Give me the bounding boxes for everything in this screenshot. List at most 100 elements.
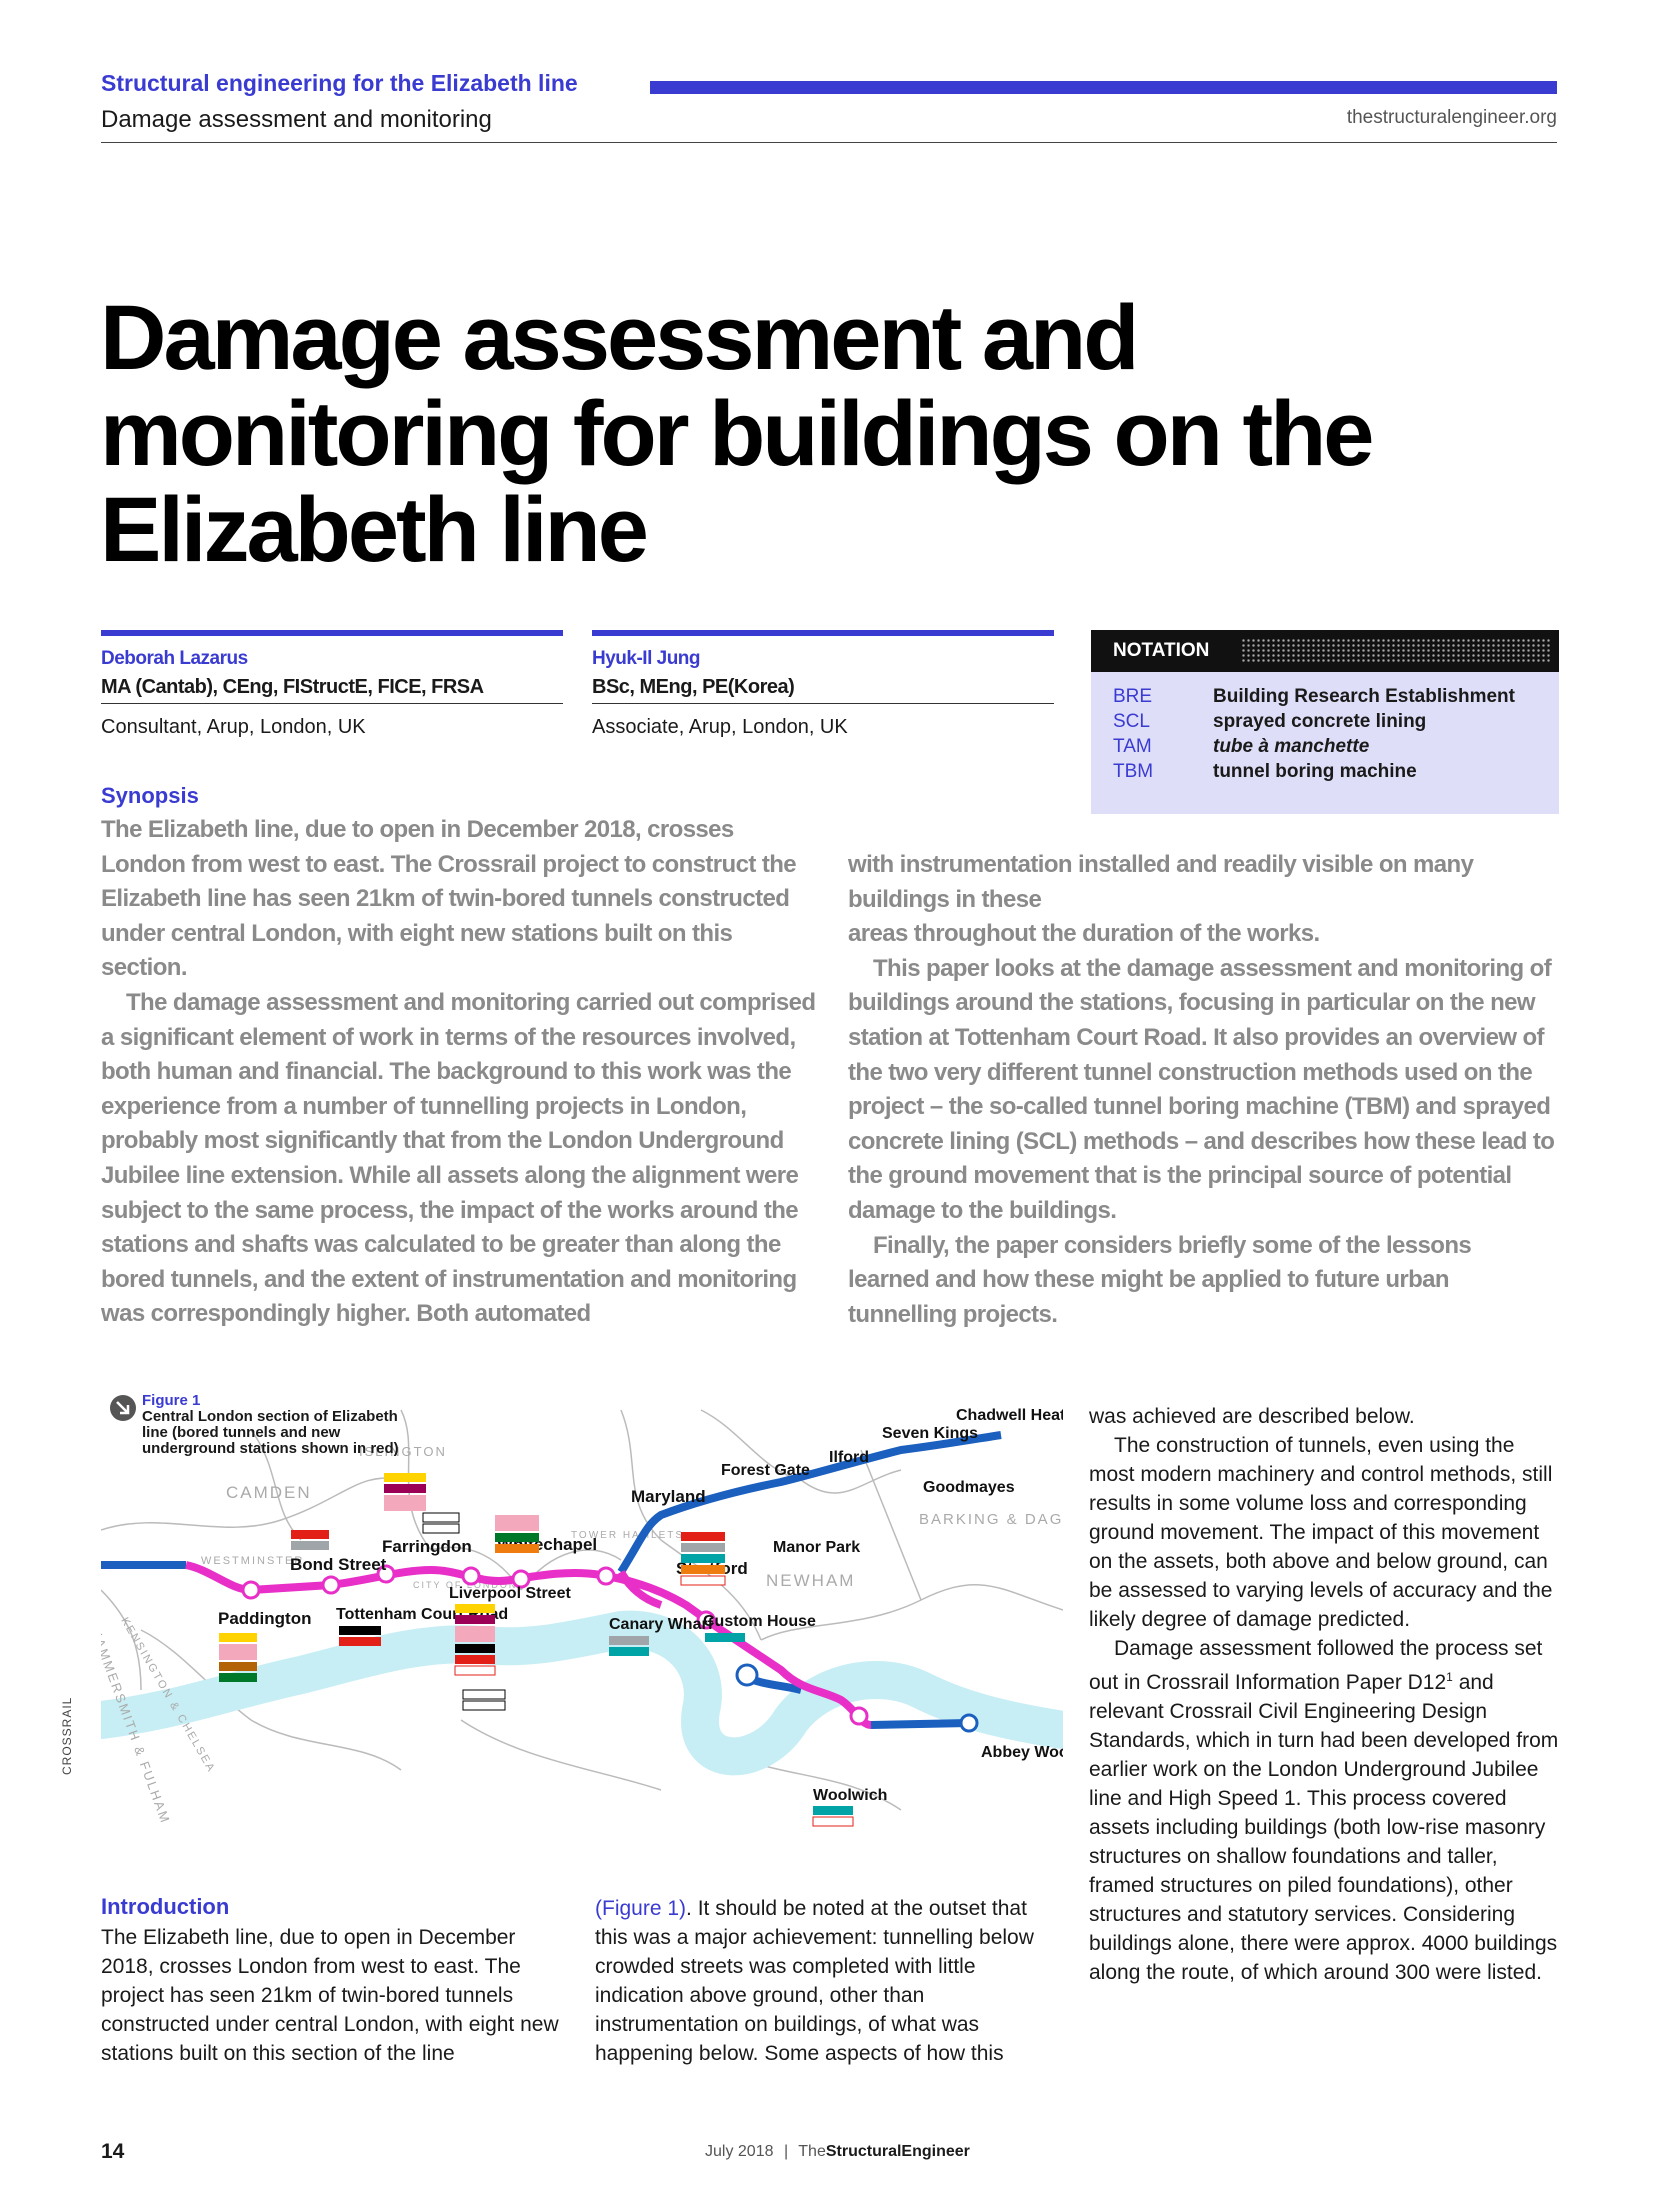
line-tag	[705, 1633, 745, 1642]
branch-line-abbey-wood	[870, 1719, 970, 1729]
line-tag	[813, 1806, 853, 1815]
line-tag	[609, 1636, 649, 1645]
station-marker	[376, 1564, 396, 1584]
notation-abbr: SCL	[1113, 711, 1150, 732]
station-marker	[511, 1569, 531, 1589]
author-block-1: Deborah Lazarus MA (Cantab), CEng, FIStr…	[101, 630, 563, 739]
subsection-title: Damage assessment and monitoring	[101, 106, 492, 133]
station-marker	[735, 1663, 759, 1687]
line-tag	[455, 1604, 495, 1613]
line-tag	[219, 1662, 257, 1671]
station-seven-kings: Seven Kings	[882, 1425, 978, 1442]
figure-link[interactable]: (Figure 1)	[595, 1897, 687, 1920]
footnote-ref[interactable]: 1	[1446, 1670, 1453, 1684]
synopsis-paragraph: The Elizabeth line, due to open in Decem…	[101, 816, 797, 982]
line-tag	[291, 1541, 329, 1550]
section-bar	[650, 81, 1557, 94]
line-tag	[462, 1700, 506, 1711]
notation-def: sprayed concrete lining	[1213, 711, 1427, 732]
author-bar	[101, 630, 563, 636]
station-paddington: Paddington	[218, 1609, 311, 1628]
issue-date: July 2018	[705, 2143, 774, 2160]
borough-westminster: WESTMINSTER	[201, 1555, 304, 1567]
station-custom-house: Custom House	[703, 1613, 816, 1630]
body-text: and relevant Crossrail Civil Engineering…	[1089, 1671, 1559, 1984]
body-text: Damage assessment followed the process s…	[1089, 1637, 1543, 1694]
station-marker	[241, 1580, 261, 1600]
line-tag	[812, 1816, 854, 1827]
station-marker	[959, 1713, 979, 1733]
river-thames	[101, 1610, 1063, 1776]
line-tag	[422, 1512, 460, 1523]
station-marker	[849, 1706, 869, 1726]
author-block-2: Hyuk-Il Jung BSc, MEng, PE(Korea) Associ…	[592, 630, 1054, 739]
line-tag	[455, 1655, 495, 1664]
station-bond-street: Bond Street	[290, 1555, 387, 1574]
line-tag	[339, 1637, 381, 1646]
elizabeth-line-central	[185, 1561, 872, 1729]
line-tag	[495, 1533, 539, 1542]
synopsis-paragraph: This paper looks at the damage assessmen…	[848, 954, 1555, 1224]
notation-header: NOTATION	[1091, 630, 1559, 672]
elizabeth-line-map: CAMDEN ISLINGTON WESTMINSTER KENSINGTON …	[101, 1395, 1063, 1827]
journal-prefix: The	[798, 2143, 826, 2160]
notation-def: tube à manchette	[1213, 736, 1370, 757]
line-tag	[680, 1575, 726, 1586]
line-tag	[609, 1647, 649, 1656]
journal-name: StructuralEngineer	[825, 2143, 970, 2160]
line-tag	[455, 1615, 495, 1624]
figure-credit: CROSSRAIL	[60, 1696, 74, 1775]
notation-abbr: TAM	[1113, 736, 1152, 757]
notation-def: Building Research Establishment	[1213, 686, 1515, 707]
station-farringdon: Farringdon	[382, 1537, 472, 1556]
site-url[interactable]: thestructuralengineer.org	[1346, 107, 1557, 128]
article-title: Damage assessment and monitoring for bui…	[100, 287, 1374, 581]
branch-line-shenfield	[617, 1431, 1002, 1575]
synopsis-paragraph: with instrumentation installed and readi…	[848, 851, 1474, 913]
body-paragraph: The Elizabeth line, due to open in Decem…	[101, 1926, 559, 2065]
notation-abbr: TBM	[1113, 761, 1154, 782]
body-column-2: (Figure 1). It should be noted at the ou…	[595, 1894, 1065, 2068]
station-marker	[596, 1566, 616, 1586]
line-tag	[384, 1495, 426, 1511]
synopsis-column-1: The Elizabeth line, due to open in Decem…	[101, 813, 821, 1332]
borough-boundaries	[101, 1409, 1063, 1811]
line-tag	[339, 1626, 381, 1635]
line-tag	[681, 1532, 725, 1541]
body-column-3: was achieved are described below. The co…	[1089, 1402, 1559, 1987]
line-tag	[681, 1543, 725, 1552]
station-maryland: Maryland	[631, 1487, 706, 1506]
synopsis-paragraph: areas throughout the duration of the wor…	[848, 920, 1320, 948]
line-tag	[219, 1673, 257, 1682]
body-paragraph: Damage assessment followed the process s…	[1089, 1634, 1559, 1987]
line-tag	[681, 1565, 725, 1574]
station-forest-gate: Forest Gate	[721, 1462, 810, 1479]
line-tag	[455, 1626, 495, 1642]
line-tag	[384, 1473, 426, 1482]
footer-separator: |	[783, 2143, 789, 2160]
borough-barking: BARKING & DAGENHAM	[919, 1511, 1063, 1528]
footer: July 2018 | TheStructuralEngineer	[705, 2143, 970, 2161]
synopsis-paragraph: The damage assessment and monitoring car…	[101, 988, 816, 1328]
borough-islington: ISLINGTON	[359, 1444, 447, 1459]
borough-city-of-london: CITY OF LONDON	[413, 1580, 517, 1590]
line-tag	[384, 1484, 426, 1493]
body-paragraph: was achieved are described below.	[1089, 1405, 1415, 1428]
body-paragraph: The construction of tunnels, even using …	[1089, 1434, 1553, 1631]
author-name: Deborah Lazarus	[101, 648, 248, 669]
section-title: Structural engineering for the Elizabeth…	[101, 70, 578, 96]
notation-box: NOTATION BRE Building Research Establishm…	[1091, 630, 1559, 814]
body-paragraph: (Figure 1). It should be noted at the ou…	[595, 1894, 1065, 2068]
page-number: 14	[101, 2140, 125, 2163]
line-tag	[422, 1523, 460, 1534]
station-canary-wharf: Canary Wharf	[609, 1616, 714, 1633]
line-tag	[462, 1689, 506, 1700]
line-tag	[495, 1544, 539, 1553]
station-woolwich: Woolwich	[813, 1787, 887, 1804]
figure-caption: Figure 1 Central London section of Eliza…	[142, 1393, 402, 1457]
notation-abbr: BRE	[1113, 686, 1153, 707]
author-name: Hyuk-Il Jung	[592, 648, 701, 669]
body-text: . It should be noted at the outset that …	[595, 1897, 1034, 2065]
notation-heading: NOTATION	[1113, 640, 1210, 661]
